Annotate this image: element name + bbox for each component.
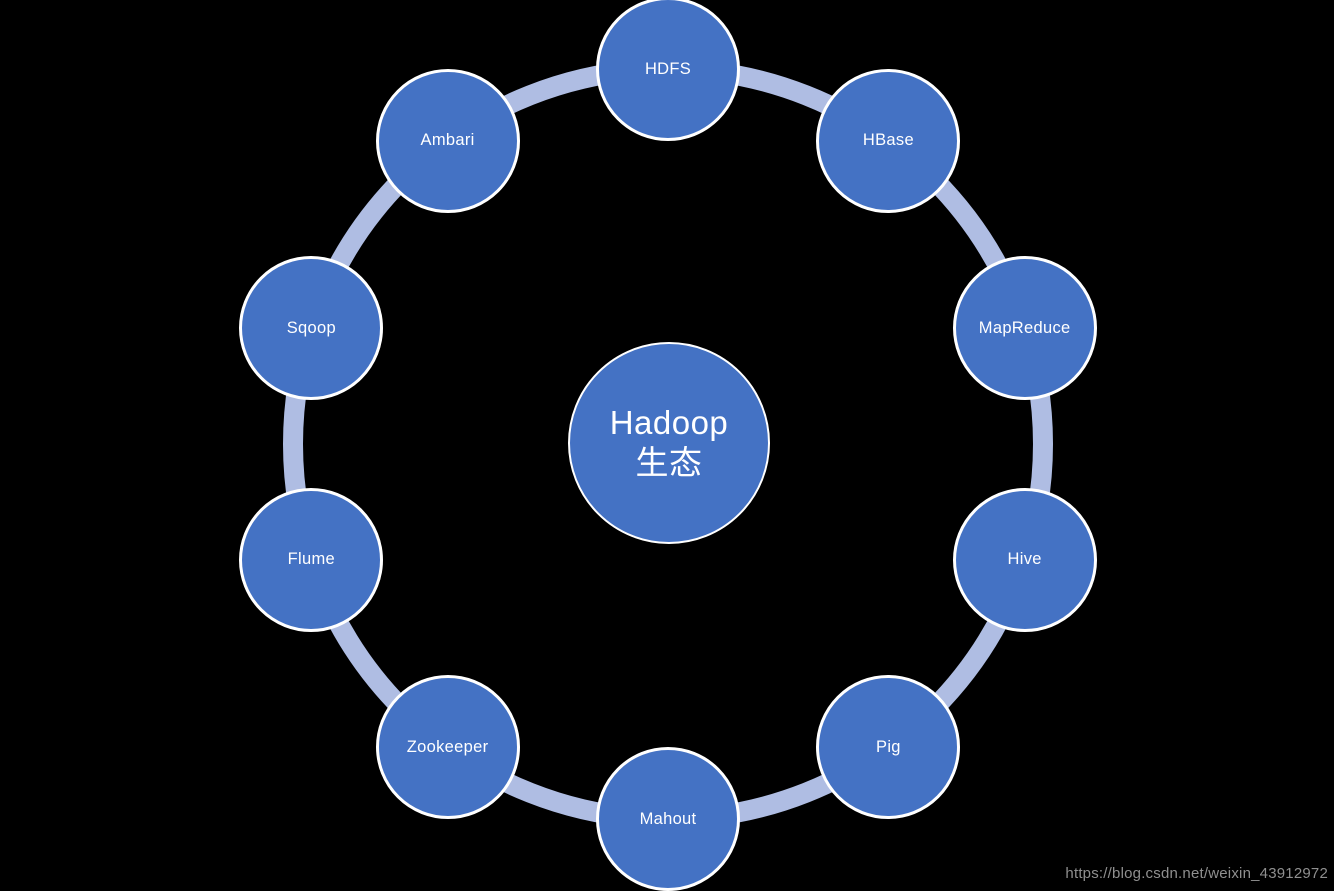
node-sqoop: Sqoop bbox=[239, 256, 384, 401]
node-ambari: Ambari bbox=[375, 68, 520, 213]
center-node-hadoop-ecosystem: Hadoop 生态 bbox=[568, 342, 770, 544]
node-label-ambari: Ambari bbox=[420, 131, 475, 150]
node-zookeeper: Zookeeper bbox=[375, 675, 520, 820]
node-label-hbase: HBase bbox=[862, 131, 914, 150]
node-hdfs: HDFS bbox=[596, 0, 740, 141]
center-node-label-line1: Hadoop bbox=[609, 403, 729, 441]
node-label-mahout: Mahout bbox=[639, 809, 697, 828]
node-hive: Hive bbox=[952, 487, 1097, 632]
node-label-hive: Hive bbox=[1007, 550, 1042, 569]
node-hbase: HBase bbox=[816, 68, 961, 213]
node-label-flume: Flume bbox=[287, 550, 336, 569]
node-mahout: Mahout bbox=[596, 747, 740, 891]
node-label-pig: Pig bbox=[876, 737, 901, 756]
node-label-zookeeper: Zookeeper bbox=[406, 737, 489, 756]
node-label-sqoop: Sqoop bbox=[286, 318, 336, 337]
node-label-hdfs: HDFS bbox=[644, 59, 692, 78]
node-label-mapreduce: MapReduce bbox=[978, 318, 1071, 337]
watermark-url: https://blog.csdn.net/weixin_43912972 bbox=[1065, 865, 1328, 882]
node-pig: Pig bbox=[816, 675, 961, 820]
center-node-label-line2: 生态 bbox=[635, 444, 703, 481]
node-flume: Flume bbox=[239, 487, 384, 632]
node-mapreduce: MapReduce bbox=[952, 256, 1097, 401]
